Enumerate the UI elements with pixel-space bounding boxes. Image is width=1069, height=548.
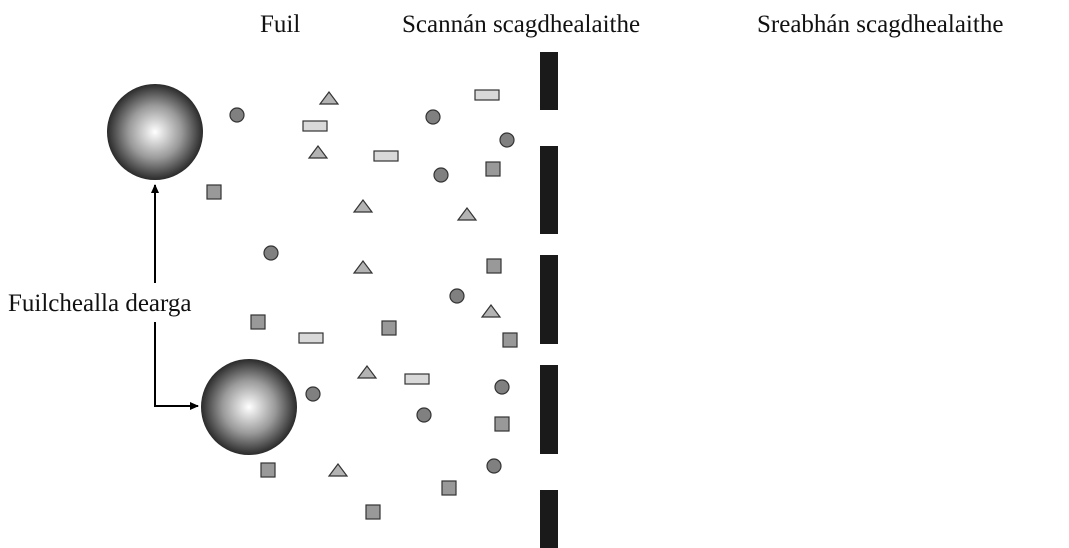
circle-particle [425, 109, 441, 125]
circle-particle [433, 167, 449, 183]
membrane-segment [540, 490, 558, 548]
circle-particle [486, 458, 502, 474]
rect-particle [373, 150, 399, 162]
dialysis-membrane [540, 52, 558, 548]
circle-particle [449, 288, 465, 304]
triangle-particle [456, 207, 478, 221]
circle-particle [499, 132, 515, 148]
triangle-particle [352, 199, 374, 213]
square-particle [365, 504, 381, 520]
triangle-particle [480, 304, 502, 318]
square-particle [441, 480, 457, 496]
blood-label: Fuil [260, 11, 300, 38]
membrane-segment [540, 146, 558, 234]
square-particles [206, 161, 518, 520]
triangle-particle [352, 260, 374, 274]
rect-particle [298, 332, 324, 344]
membrane-label: Scannán scagdhealaithe [402, 11, 640, 38]
circle-particle [494, 379, 510, 395]
rect-particle [302, 120, 328, 132]
membrane-segment [540, 365, 558, 454]
square-particle [381, 320, 397, 336]
square-particle [494, 416, 510, 432]
square-particle [260, 462, 276, 478]
circle-particles [229, 107, 515, 474]
square-particle [502, 332, 518, 348]
triangle-particles [307, 91, 502, 477]
membrane-segment [540, 255, 558, 344]
arrow-to-lower-cell [154, 322, 199, 410]
circle-particle [229, 107, 245, 123]
triangle-particle [307, 145, 329, 159]
square-particle [485, 161, 501, 177]
circle-particle [416, 407, 432, 423]
triangle-particle [327, 463, 349, 477]
circle-particle [305, 386, 321, 402]
triangle-particle [318, 91, 340, 105]
square-particle [206, 184, 222, 200]
red-blood-cell [107, 84, 203, 180]
square-particle [486, 258, 502, 274]
filtrate-label: Sreabhán scagdhealaithe [757, 11, 1003, 38]
square-particle [250, 314, 266, 330]
membrane-segment [540, 52, 558, 110]
triangle-particle [356, 365, 378, 379]
rect-particle [474, 89, 500, 101]
red-blood-cell [201, 359, 297, 455]
rect-particle [404, 373, 430, 385]
rect-particles [298, 89, 500, 385]
red-blood-cells-label: Fuilchealla dearga [8, 290, 191, 317]
circle-particle [263, 245, 279, 261]
